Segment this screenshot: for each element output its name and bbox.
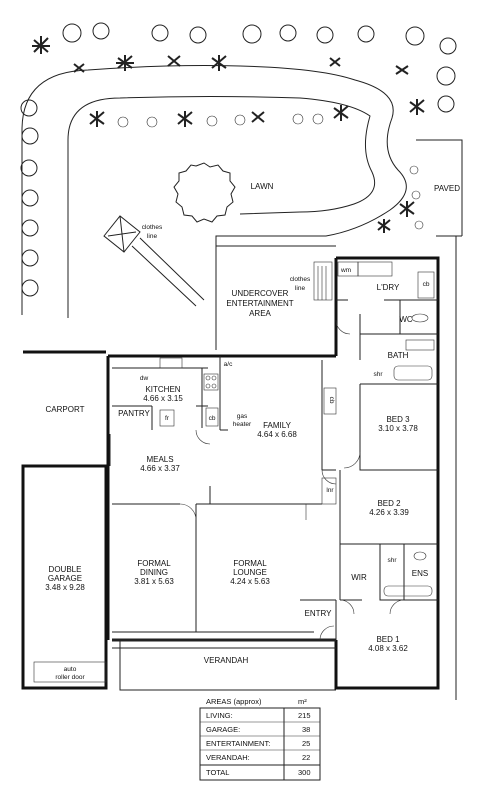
room-labels: UNDERCOVER ENTERTAINMENT AREA clothes li…	[45, 267, 430, 681]
lawn-label: LAWN	[251, 182, 274, 191]
clothes-line-label: line	[295, 285, 306, 292]
undercover-label: ENTERTAINMENT	[226, 299, 293, 308]
auto-door-label: roller door	[55, 674, 85, 681]
bed2-label: BED 2	[377, 499, 401, 508]
tree-icon	[20, 22, 457, 297]
area-row-value: 22	[302, 753, 310, 762]
area-row-label: VERANDAH:	[206, 753, 250, 762]
pantry-label: PANTRY	[118, 409, 150, 418]
bed1-size: 4.08 x 3.62	[368, 644, 408, 653]
family-size: 4.64 x 6.68	[257, 430, 297, 439]
dining-label: FORMAL	[137, 559, 171, 568]
door-swings	[179, 319, 405, 641]
ac-label: a/c	[224, 361, 233, 368]
wc-label: WC	[399, 315, 413, 324]
bed2-size: 4.26 x 3.39	[369, 508, 409, 517]
area-row-value: 215	[298, 711, 311, 720]
area-row-label: ENTERTAINMENT:	[206, 739, 270, 748]
dining-label: DINING	[140, 568, 168, 577]
shr-label: shr	[387, 557, 397, 564]
dw-label: dw	[140, 375, 149, 382]
area-total-label: TOTAL	[206, 768, 229, 777]
auto-door-label: auto	[64, 666, 77, 673]
cb-label: cb	[328, 397, 335, 404]
dining-size: 3.81 x 5.63	[134, 577, 174, 586]
area-row-label: LIVING:	[206, 711, 233, 720]
wir-label: WIR	[351, 573, 367, 582]
meals-size: 4.66 x 3.37	[140, 464, 180, 473]
lounge-label: LOUNGE	[233, 568, 267, 577]
lounge-label: FORMAL	[233, 559, 267, 568]
area-row-label: GARAGE:	[206, 725, 240, 734]
exterior-walls	[21, 256, 440, 690]
undercover-label: UNDERCOVER	[232, 289, 289, 298]
wm-label: wm	[340, 267, 351, 274]
palm-icon	[32, 36, 425, 233]
areas-title: AREAS (approx)	[206, 697, 262, 706]
garage-label: DOUBLE	[49, 565, 82, 574]
garage-label: GARAGE	[48, 574, 82, 583]
site-landscape: clothes line LAWN PAVED	[20, 22, 463, 700]
bed3-size: 3.10 x 3.78	[378, 424, 418, 433]
undercover-label: AREA	[249, 309, 271, 318]
garage-size: 3.48 x 9.28	[45, 583, 85, 592]
area-total-value: 300	[298, 768, 311, 777]
bath-label: BATH	[388, 351, 409, 360]
area-row-value: 25	[302, 739, 310, 748]
laundry-label: L'DRY	[377, 283, 400, 292]
outdoor-areas	[109, 245, 336, 691]
clothes-line	[103, 215, 205, 307]
areas-unit: m²	[298, 697, 307, 706]
cb-label: cb	[423, 281, 430, 288]
family-label: FAMILY	[263, 421, 292, 430]
areas-table: AREAS (approx) m² LIVING: 215 GARAGE: 38…	[199, 697, 321, 781]
area-row-value: 38	[302, 725, 310, 734]
entry-label: ENTRY	[305, 609, 333, 618]
meals-label: MEALS	[146, 455, 173, 464]
shr-label: shr	[373, 371, 383, 378]
bed1-label: BED 1	[376, 635, 400, 644]
kitchen-label: KITCHEN	[145, 385, 180, 394]
ens-label: ENS	[412, 569, 428, 578]
kitchen-size: 4.66 x 3.15	[143, 394, 183, 403]
clothes-line-label: clothes	[290, 276, 311, 283]
lounge-size: 4.24 x 5.63	[230, 577, 270, 586]
fixtures	[33, 261, 435, 683]
gas-heater-label: heater	[233, 421, 252, 428]
gas-heater-label: gas	[237, 413, 248, 420]
paved-label: PAVED	[434, 184, 460, 193]
clothes-line-label: clothes	[142, 224, 163, 231]
clothes-line-label: line	[147, 233, 158, 240]
fridge-label: fr	[165, 415, 170, 422]
lnr-label: lnr	[326, 487, 334, 494]
bed3-label: BED 3	[386, 415, 410, 424]
cb-label: cb	[209, 415, 216, 422]
verandah-label: VERANDAH	[204, 656, 249, 665]
carport-label: CARPORT	[46, 405, 85, 414]
